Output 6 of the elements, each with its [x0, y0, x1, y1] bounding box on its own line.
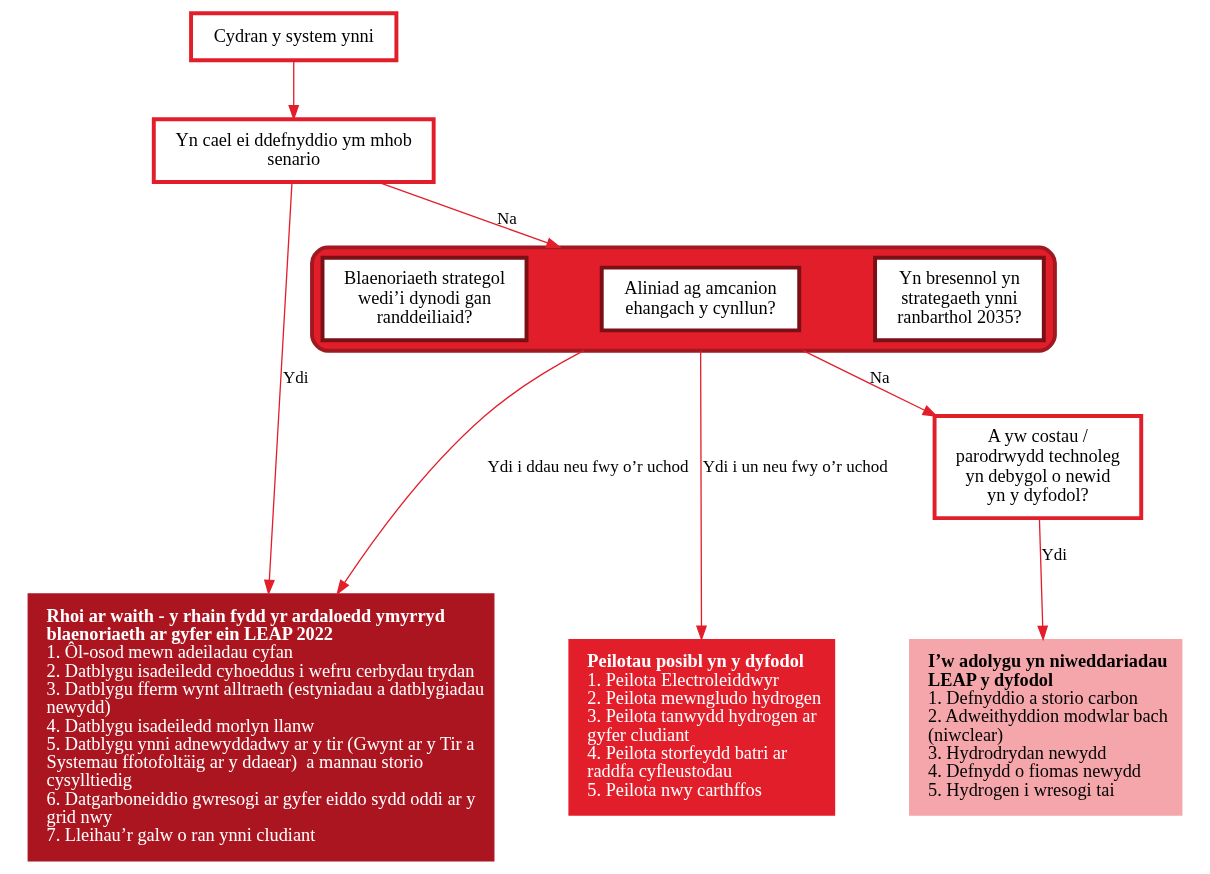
- edge-label: Ydi i ddau neu fwy o’r uchod: [487, 456, 689, 476]
- edge-label: Na: [869, 367, 890, 387]
- edge-label: Ydi: [282, 367, 309, 387]
- edge-label: Ydi: [1041, 545, 1067, 565]
- edge-label: Ydi i un neu fwy o’r uchod: [702, 456, 888, 476]
- edge-label: Na: [497, 209, 517, 229]
